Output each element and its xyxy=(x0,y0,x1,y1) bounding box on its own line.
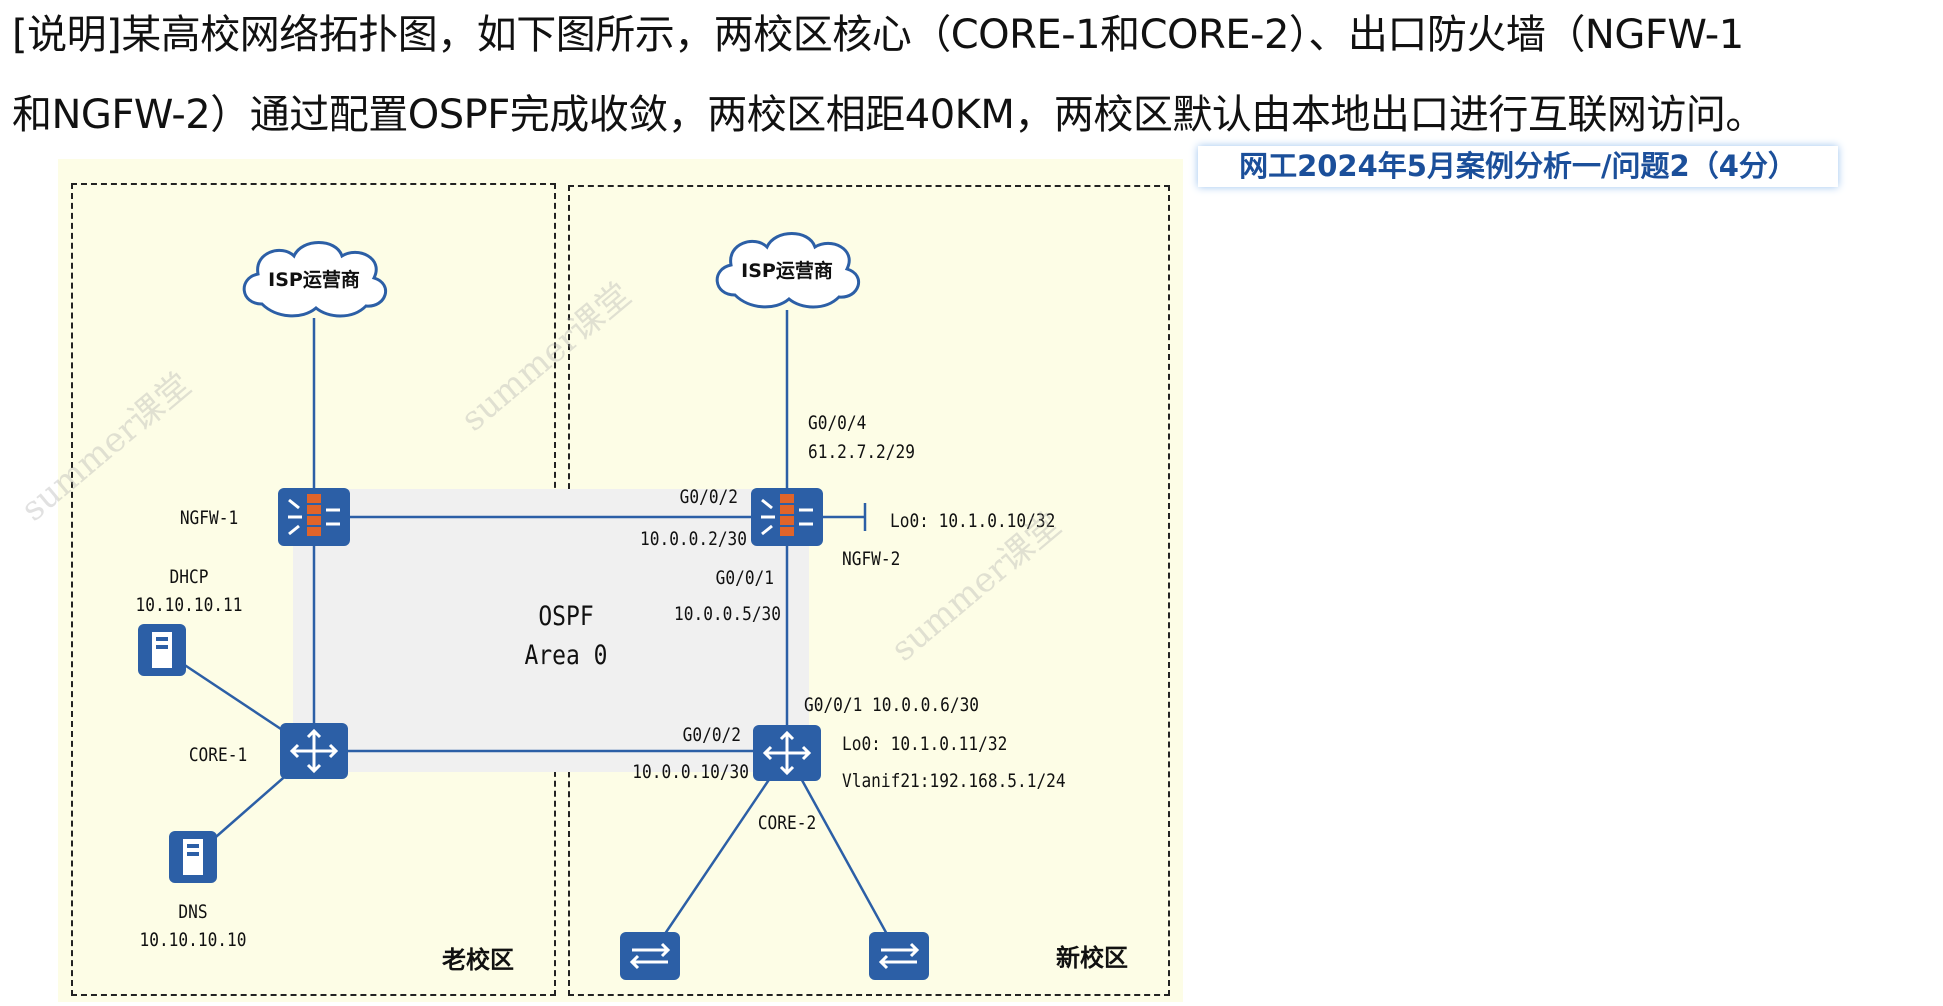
dhcp-ip: 10.10.10.11 xyxy=(135,594,243,616)
dns-ip: 10.10.10.10 xyxy=(139,929,247,951)
firewall-icon xyxy=(761,494,813,536)
isp-cloud-right: ISP运营商 xyxy=(705,225,869,317)
isp-cloud-left: ISP运营商 xyxy=(232,234,396,326)
link-core2-switch2 xyxy=(785,752,901,957)
core1-label: CORE-1 xyxy=(188,744,248,766)
description-line-1: [说明]某高校网络拓扑图，如下图所示，两校区核心（CORE-1和CORE-2）、… xyxy=(12,12,1744,58)
switch-icon xyxy=(878,942,920,970)
description-line-2: 和NGFW-2）通过配置OSPF完成收敛，两校区相距40KM，两校区默认由本地出… xyxy=(12,92,1765,138)
ngfw2-g004: G0/0/4 xyxy=(808,412,867,434)
question-badge: 网工2024年5月案例分析一/问题2（4分） xyxy=(1198,146,1838,187)
ospf-area xyxy=(293,489,809,772)
ngfw2-lo0: Lo0: 10.1.0.10/32 xyxy=(890,510,1056,532)
ngfw2-g001: G0/0/1 xyxy=(715,567,774,589)
router-switch-icon xyxy=(762,730,812,776)
switch-icon xyxy=(629,942,671,970)
core2-g002-ip: 10.0.0.10/30 xyxy=(632,761,749,783)
ngfw2-g002: G0/0/2 xyxy=(679,486,738,508)
dhcp-label: DHCP xyxy=(169,566,209,588)
router-switch-icon xyxy=(289,728,339,774)
ngfw2-device[interactable] xyxy=(751,488,823,546)
dhcp-server[interactable] xyxy=(138,624,186,676)
access-switch-1[interactable] xyxy=(620,932,680,980)
ngfw1-label: NGFW-1 xyxy=(179,507,239,529)
ngfw1-device[interactable] xyxy=(278,488,350,546)
firewall-icon xyxy=(288,494,340,536)
ospf-area-label: Area 0 xyxy=(524,640,608,671)
core1-device[interactable] xyxy=(280,723,348,779)
old-campus-label: 老校区 xyxy=(442,946,514,974)
cloud-icon xyxy=(715,232,860,309)
core2-lo0: Lo0: 10.1.0.11/32 xyxy=(842,733,1008,755)
core2-label: CORE-2 xyxy=(757,812,817,834)
cloud-icon xyxy=(242,241,387,318)
access-switch-2[interactable] xyxy=(869,932,929,980)
core2-device[interactable] xyxy=(753,725,821,781)
isp-right-label: ISP运营商 xyxy=(741,260,833,282)
ospf-title: OSPF xyxy=(538,601,594,632)
link-core2-switch1 xyxy=(648,752,789,957)
core2-g001: G0/0/1 10.0.0.6/30 xyxy=(804,694,980,716)
core2-vlanif: Vlanif21:192.168.5.1/24 xyxy=(842,770,1066,792)
ngfw2-label: NGFW-2 xyxy=(842,548,901,570)
server-icon xyxy=(183,839,203,875)
new-campus-label: 新校区 xyxy=(1056,944,1128,972)
ngfw2-g002-ip: 10.0.0.2/30 xyxy=(640,528,747,550)
dns-server[interactable] xyxy=(169,831,217,883)
dns-label: DNS xyxy=(178,901,208,923)
ngfw2-g001-ip: 10.0.0.5/30 xyxy=(674,603,781,625)
server-icon xyxy=(152,632,172,668)
isp-left-label: ISP运营商 xyxy=(268,269,360,291)
ngfw2-g004-ip: 61.2.7.2/29 xyxy=(808,441,915,463)
core2-g002: G0/0/2 xyxy=(682,724,741,746)
